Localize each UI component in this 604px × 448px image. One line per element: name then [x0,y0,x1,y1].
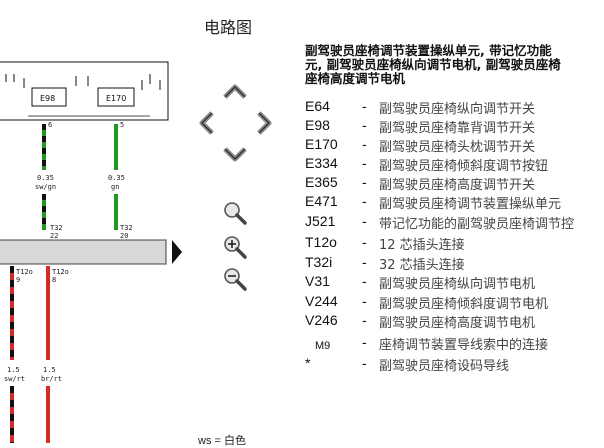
legend-description: 副驾驶员座椅靠背调节开关 [379,121,536,136]
legend-code: E471 [305,193,338,209]
wire1-size: 0.35 [37,174,54,182]
legend-description: 副驾驶员座椅倾斜度调节按钮 [379,159,549,174]
zoom-out-icon [224,268,247,291]
e170-label: E170 [106,94,126,103]
legend-description: 带记忆功能的副驾驶员座椅调节控 [379,217,575,232]
legend-dash: - [362,174,367,190]
legend-code: * [305,355,311,371]
pan-up-button[interactable] [222,82,248,100]
wire3-color: sw/rt [4,375,25,383]
legend-code: E170 [305,136,338,152]
legend-dash: - [362,254,367,270]
legend-dash: - [362,136,367,152]
legend-dash: - [362,234,367,250]
t12o-b-pin: 8 [52,276,56,284]
pan-right-button[interactable] [256,110,274,136]
wire1-color: sw/gn [35,183,56,191]
legend-code: V246 [305,312,338,328]
legend-code: E98 [305,117,330,133]
e98-label: E98 [40,94,55,103]
t32-a-pin: 22 [50,232,58,240]
t12o-b-label: T12o [52,268,69,276]
legend-code: M9 [315,340,331,352]
legend-code: E334 [305,155,338,171]
legend-dash: - [362,273,367,289]
t32-a-label: T32 [50,224,63,232]
legend-code: V244 [305,293,338,309]
legend-dash: - [362,98,367,114]
legend-dash: - [362,193,367,209]
legend-heading-line: 元, 副驾驶员座椅纵向调节电机, 副驾驶员座椅 [305,57,561,72]
wire3-size: 1.5 [7,366,20,374]
wire4-size: 1.5 [43,366,56,374]
legend-description: 副驾驶员座椅倾斜度调节电机 [379,297,549,312]
legend-description: 副驾驶员座椅调节装置操纵单元 [379,197,562,212]
legend-dash: - [362,355,367,371]
circuit-diagram[interactable]: E98 E170 6 5 0.35 sw/gn 0.35 gn T32 22 T… [0,60,185,443]
legend-heading-line: 副驾驶员座椅调节装置操纵单元, 带记忆功能 [305,43,552,58]
legend-description: 副驾驶员座椅高度调节电机 [379,316,536,331]
legend-code: J521 [305,213,336,229]
legend-description: 副驾驶员座椅头枕调节开关 [379,140,536,155]
t32-b-pin: 20 [120,232,128,240]
t12o-a-label: T12o [16,268,33,276]
wire4-color: br/rt [41,375,62,383]
legend-panel: 副驾驶员座椅调节装置操纵单元, 带记忆功能 元, 副驾驶员座椅纵向调节电机, 副… [305,44,604,375]
legend-description: 副驾驶员座椅纵向调节开关 [379,102,536,117]
t32-b-label: T32 [120,224,133,232]
wire2-size: 0.35 [108,174,125,182]
t12o-a-pin: 9 [16,276,20,284]
chevron-up-icon [223,84,247,99]
legend-dash: - [362,312,367,328]
legend-code: E365 [305,174,338,190]
zoom-in-icon [224,236,247,259]
switch-symbols [5,74,161,107]
chevron-left-icon [199,111,214,135]
connector-bar [0,239,167,265]
chevron-down-icon [223,147,247,162]
zoom-in-button[interactable] [222,234,248,260]
legend-code: T12o [305,234,337,250]
color-key-note: ws = 白色 [198,435,246,447]
legend-heading-line: 座椅高度调节电机 [305,71,406,86]
legend-dash: - [362,117,367,133]
wire2-color: gn [111,183,119,191]
magnifier-icon [224,202,247,225]
legend-description: 副驾驶员座椅高度调节开关 [379,178,536,193]
zoom-fit-button[interactable] [222,200,248,226]
chevron-right-icon [257,111,272,135]
switch-box [0,61,169,121]
legend-description: 12 芯插头连接 [379,238,465,253]
legend-description: 座椅调节装置导线索中的连接 [379,338,549,353]
e98-pin: 6 [48,121,52,129]
e170-pin: 5 [120,121,124,129]
legend-code: V31 [305,273,330,289]
pan-left-button[interactable] [197,110,215,136]
legend-heading: 副驾驶员座椅调节装置操纵单元, 带记忆功能 元, 副驾驶员座椅纵向调节电机, 副… [305,44,604,86]
legend-code: E64 [305,98,330,114]
connector-arrow [172,240,182,264]
legend-dash: - [362,155,367,171]
zoom-out-button[interactable] [222,266,248,292]
legend-description: 32 芯插头连接 [379,258,465,273]
legend-dash: - [362,213,367,229]
pan-down-button[interactable] [222,146,248,164]
page-title: 电路图 [204,18,253,37]
legend-code: T32i [305,254,333,270]
legend-dash: - [362,293,367,309]
legend-description: 副驾驶员座椅纵向调节电机 [379,277,536,292]
legend-description: 副驾驶员座椅设码导线 [379,359,510,374]
legend-dash: - [362,334,367,350]
